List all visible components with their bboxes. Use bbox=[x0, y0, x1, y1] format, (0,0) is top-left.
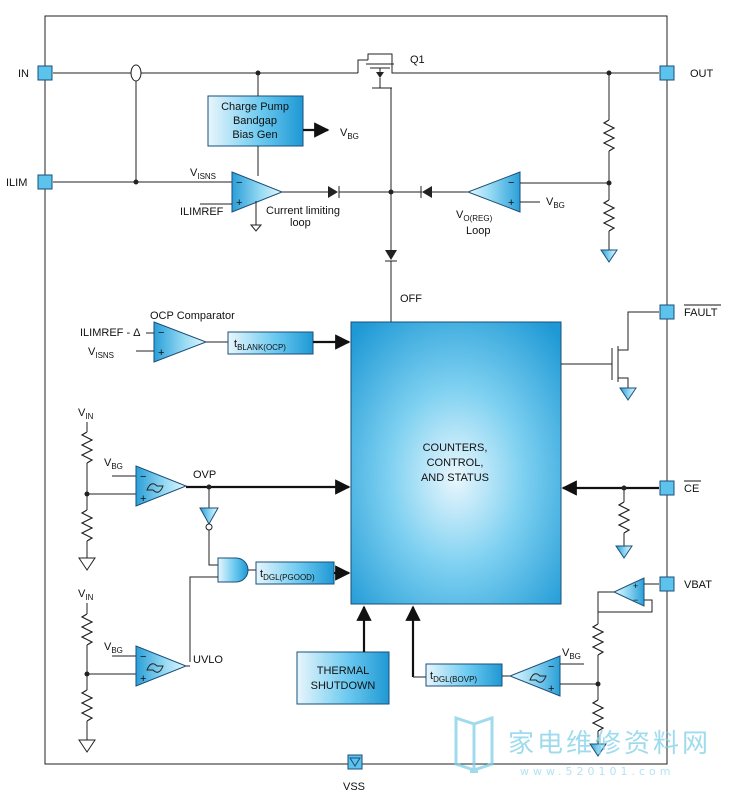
svg-text:+: + bbox=[633, 581, 638, 591]
pin-fault bbox=[659, 304, 675, 320]
pin-vss-label: VSS bbox=[343, 781, 365, 793]
t-dgl-bovp-label: tDGL(BOVP) bbox=[430, 670, 477, 684]
vbg-label-voreg: VBG bbox=[546, 196, 565, 210]
ilimref-delta-label: ILIMREF - Δ bbox=[80, 327, 141, 339]
pin-ce-label: CE bbox=[684, 483, 699, 495]
off-label: OFF bbox=[400, 293, 422, 305]
pin-ilim-label: ILIM bbox=[6, 177, 27, 189]
pin-in bbox=[37, 65, 53, 81]
charge-pump-line2: Bandgap bbox=[233, 115, 277, 127]
pin-ilim bbox=[37, 174, 53, 190]
q1-label: Q1 bbox=[410, 54, 425, 66]
voreg-label: VO(REG) bbox=[456, 209, 493, 223]
svg-text:+: + bbox=[508, 197, 514, 209]
svg-text:−: − bbox=[140, 651, 146, 663]
uvlo-label: UVLO bbox=[193, 654, 223, 666]
current-sense-element bbox=[130, 64, 142, 82]
t-dgl-bovp-block bbox=[425, 663, 503, 687]
loop-label: Loop bbox=[466, 225, 490, 237]
svg-text:+: + bbox=[140, 493, 146, 505]
svg-text:+: + bbox=[548, 683, 554, 695]
vbat-buffer bbox=[612, 577, 645, 607]
svg-text:−: − bbox=[508, 177, 514, 189]
charge-pump-line1: Charge Pump bbox=[221, 101, 289, 113]
pin-ce bbox=[659, 480, 675, 496]
control-block bbox=[350, 321, 562, 605]
book-icon bbox=[454, 715, 494, 773]
visns-label: VISNS bbox=[190, 167, 216, 181]
q1-mosfet bbox=[366, 53, 659, 89]
control-line2: CONTROL, bbox=[427, 457, 484, 469]
vbg-label-cp: VBG bbox=[340, 127, 359, 141]
ocp-comparator-label: OCP Comparator bbox=[150, 310, 235, 322]
watermark-text: 家电维修资料网 bbox=[508, 729, 711, 759]
current-loop-line2: loop bbox=[290, 217, 311, 229]
pin-out-label: OUT bbox=[690, 68, 714, 80]
pin-vbat bbox=[659, 576, 675, 592]
svg-text:+: + bbox=[236, 197, 242, 209]
ovp-label: OVP bbox=[193, 469, 216, 481]
t-dgl-pgood-label: tDGL(PGOOD) bbox=[260, 568, 315, 582]
svg-text:−: − bbox=[236, 177, 242, 189]
svg-text:−: − bbox=[140, 471, 146, 483]
voreg-amplifier bbox=[466, 171, 521, 213]
current-loop-line1: Current limiting bbox=[266, 205, 340, 217]
svg-text:−: − bbox=[158, 327, 164, 339]
vbg-label-ovp: VBG bbox=[104, 457, 123, 471]
watermark: 家电维修资料网 www.520101.com bbox=[454, 715, 711, 778]
vin-label-ovp: VIN bbox=[78, 407, 94, 421]
vbg-label-uvlo: VBG bbox=[104, 641, 123, 655]
thermal-line1: THERMAL bbox=[317, 665, 370, 677]
current-limit-amplifier bbox=[231, 171, 284, 213]
pin-vbat-label: VBAT bbox=[684, 579, 712, 591]
pin-out bbox=[659, 65, 675, 81]
ocp-comparator bbox=[153, 321, 208, 363]
control-line3: AND STATUS bbox=[421, 472, 489, 484]
ilimref-label: ILIMREF bbox=[180, 206, 224, 218]
svg-text:+: + bbox=[140, 673, 146, 685]
pin-fault-label: FAULT bbox=[684, 307, 718, 319]
t-blank-label: tBLANK(OCP) bbox=[234, 338, 286, 352]
control-line1: COUNTERS, bbox=[423, 442, 488, 454]
charge-pump-block bbox=[207, 95, 304, 147]
svg-text:−: − bbox=[548, 661, 554, 673]
thermal-shutdown-block bbox=[296, 651, 390, 705]
visns-label-ocp: VISNS bbox=[88, 346, 114, 360]
bovp-comparator bbox=[508, 655, 561, 697]
charge-pump-line3: Bias Gen bbox=[232, 129, 277, 141]
svg-text:+: + bbox=[158, 347, 164, 359]
svg-text:−: − bbox=[633, 595, 638, 605]
and-gate bbox=[217, 557, 249, 583]
pin-in-label: IN bbox=[18, 68, 29, 80]
watermark-url: www.520101.com bbox=[520, 765, 674, 778]
thermal-line2: SHUTDOWN bbox=[311, 680, 376, 692]
vbg-label-bovp: VBG bbox=[562, 647, 581, 661]
vin-label-uvlo: VIN bbox=[78, 588, 94, 602]
